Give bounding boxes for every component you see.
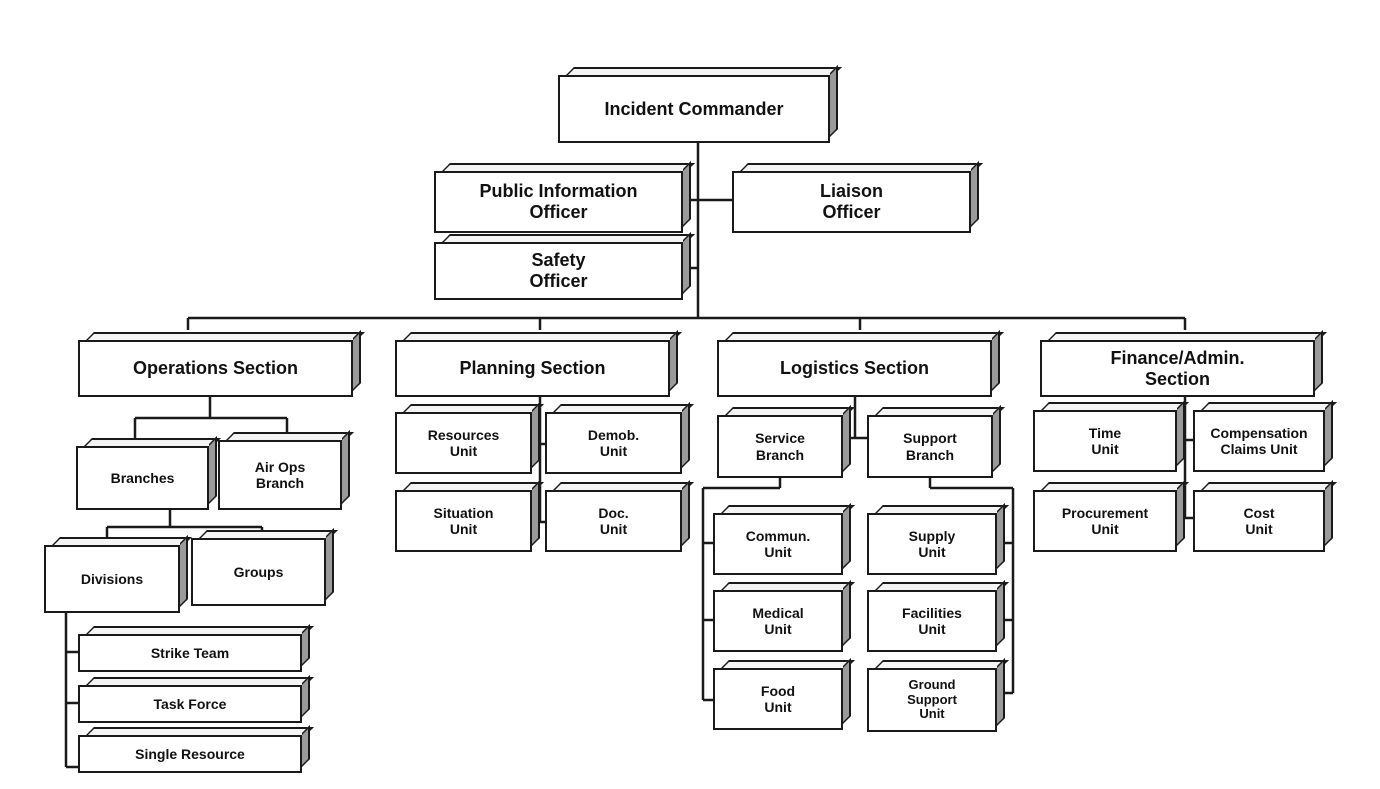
pio-label-line2: Officer	[529, 202, 588, 222]
groups-label: Groups	[233, 563, 284, 580]
safety-label-line2: Officer	[529, 271, 588, 291]
finance-section-label-line2: Section	[1144, 368, 1210, 389]
time-unit-box: Time Unit	[1033, 410, 1177, 472]
doc-unit-box: Doc. Unit	[545, 490, 682, 552]
time-unit-line2: Unit	[1091, 441, 1119, 457]
supply-unit-box: Supply Unit	[867, 513, 997, 575]
situation-unit-line1: Situation	[433, 504, 494, 521]
strike-team-label: Strike Team	[150, 644, 230, 661]
liaison-label-line2: Officer	[822, 202, 881, 222]
doc-unit-line1: Doc.	[598, 504, 629, 521]
situation-unit-line2: Unit	[449, 521, 478, 537]
safety-label-line1: Safety	[531, 250, 586, 271]
procurement-unit-line2: Unit	[1091, 521, 1119, 537]
ground-support-line3: Unit	[919, 706, 945, 722]
finance-admin-section-box: Finance/Admin. Section	[1040, 340, 1315, 397]
ground-support-unit-box: Ground Support Unit	[867, 668, 997, 732]
planning-section-box: Planning Section	[395, 340, 670, 397]
air-ops-label-line1: Air Ops	[254, 458, 306, 475]
support-branch-line2: Branch	[905, 446, 955, 463]
divisions-label: Divisions	[80, 570, 144, 587]
support-branch-box: Support Branch	[867, 415, 993, 478]
ground-support-line2: Support	[907, 691, 957, 707]
resources-unit-box: Resources Unit	[395, 412, 532, 474]
commun-unit-box: Commun. Unit	[713, 513, 843, 575]
demob-unit-line2: Unit	[599, 443, 628, 459]
situation-unit-box: Situation Unit	[395, 490, 532, 552]
medical-unit-line1: Medical	[752, 604, 804, 621]
air-ops-label-line2: Branch	[255, 475, 305, 491]
incident-commander-label: Incident Commander	[604, 98, 784, 119]
branches-box: Branches	[76, 446, 209, 510]
demob-unit-box: Demob. Unit	[545, 412, 682, 474]
finance-section-label-line1: Finance/Admin.	[1110, 347, 1245, 368]
groups-box: Groups	[191, 538, 326, 606]
procurement-unit-box: Procurement Unit	[1033, 490, 1177, 552]
planning-section-label: Planning Section	[459, 358, 606, 379]
facilities-unit-line2: Unit	[918, 621, 946, 637]
food-unit-box: Food Unit	[713, 668, 843, 730]
service-branch-box: Service Branch	[717, 415, 843, 478]
ground-support-line1: Ground	[908, 676, 956, 692]
facilities-unit-box: Facilities Unit	[867, 590, 997, 652]
pio-label-line1: Public Information	[479, 181, 638, 202]
cost-unit-line1: Cost	[1243, 504, 1275, 521]
divisions-box: Divisions	[44, 545, 180, 613]
service-branch-line2: Branch	[755, 446, 805, 463]
supply-unit-line2: Unit	[918, 544, 946, 560]
liaison-label-line1: Liaison	[819, 181, 883, 202]
cost-unit-box: Cost Unit	[1193, 490, 1325, 552]
logistics-section-box: Logistics Section	[717, 340, 992, 397]
supply-unit-line1: Supply	[908, 527, 956, 544]
public-information-officer-box: Public Information Officer	[434, 171, 683, 233]
resources-unit-line1: Resources	[427, 426, 500, 443]
support-branch-line1: Support	[903, 430, 957, 447]
commun-unit-line2: Unit	[764, 544, 792, 560]
safety-officer-box: Safety Officer	[434, 242, 683, 300]
single-resource-box: Single Resource	[78, 735, 302, 773]
logistics-section-label: Logistics Section	[779, 358, 930, 379]
time-unit-line1: Time	[1088, 424, 1122, 441]
medical-unit-box: Medical Unit	[713, 590, 843, 652]
procurement-unit-line1: Procurement	[1061, 504, 1149, 521]
strike-team-box: Strike Team	[78, 634, 302, 672]
air-ops-branch-box: Air Ops Branch	[218, 440, 342, 510]
resources-unit-line2: Unit	[449, 443, 478, 459]
medical-unit-line2: Unit	[764, 621, 792, 637]
operations-section-box: Operations Section	[78, 340, 353, 397]
compensation-claims-unit-box: Compensation Claims Unit	[1193, 410, 1325, 472]
task-force-label: Task Force	[153, 695, 227, 712]
commun-unit-line1: Commun.	[745, 527, 811, 544]
food-unit-line1: Food	[760, 682, 796, 699]
task-force-box: Task Force	[78, 685, 302, 723]
service-branch-line1: Service	[755, 430, 805, 447]
compensation-line2: Claims Unit	[1220, 441, 1298, 457]
operations-section-label: Operations Section	[132, 358, 299, 379]
demob-unit-line1: Demob.	[587, 426, 640, 443]
incident-commander-box: Incident Commander	[558, 75, 830, 143]
single-resource-label: Single Resource	[135, 745, 245, 762]
facilities-unit-line1: Facilities	[902, 604, 962, 621]
compensation-line1: Compensation	[1210, 424, 1308, 441]
food-unit-line2: Unit	[764, 699, 792, 715]
doc-unit-line2: Unit	[599, 521, 628, 537]
branches-label: Branches	[110, 469, 175, 486]
cost-unit-line2: Unit	[1245, 521, 1273, 537]
liaison-officer-box: Liaison Officer	[732, 171, 971, 233]
